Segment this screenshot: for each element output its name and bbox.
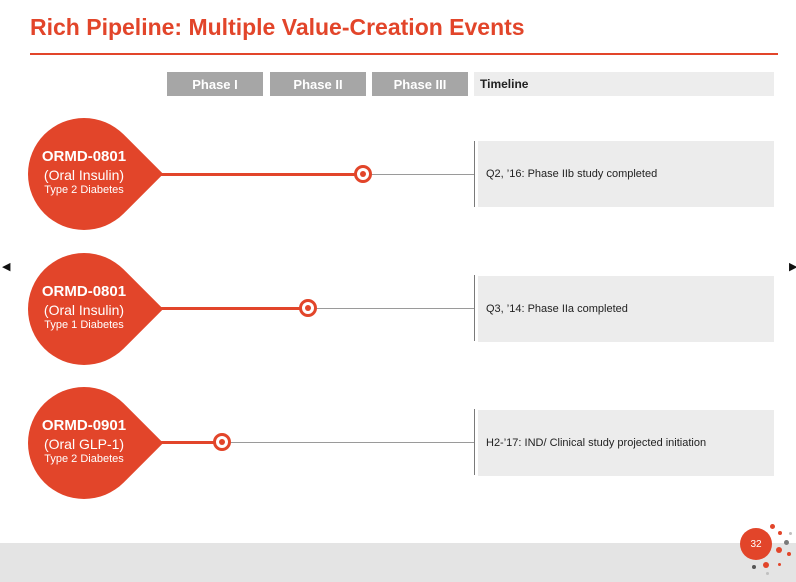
program-3-code: ORMD-0901 [41,417,127,434]
title-divider [30,53,778,55]
program-1-label: ORMD-0801 (Oral Insulin) Type 2 Diabetes [28,148,140,198]
program-2-product: (Oral Insulin) [43,301,125,318]
footer-band [0,543,796,582]
program-3-milestone: H2-’17: IND/ Clinical study projected in… [478,410,774,476]
program-1-divider [474,141,475,207]
program-3-label: ORMD-0901 (Oral GLP-1) Type 2 Diabetes [28,417,140,467]
program-1-track [370,174,474,175]
program-2-indication: Type 1 Diabetes [44,319,124,332]
program-1-indication: Type 2 Diabetes [44,184,124,197]
program-2-divider [474,275,475,341]
phase-2-header: Phase II [270,72,366,96]
phase-1-header: Phase I [167,72,263,96]
program-2-label: ORMD-0801 (Oral Insulin) Type 1 Diabetes [28,283,140,333]
program-3-product: (Oral GLP-1) [43,435,125,452]
phase-3-header: Phase III [372,72,468,96]
program-3-indication: Type 2 Diabetes [44,453,124,466]
program-1-marker [354,165,372,183]
program-3-track [228,442,474,443]
program-3-progress-bar [138,441,214,444]
slide-title: Rich Pipeline: Multiple Value-Creation E… [30,14,525,40]
program-1-code: ORMD-0801 [41,148,127,165]
timeline-header: Timeline [474,72,774,96]
program-1-product: (Oral Insulin) [43,166,125,183]
program-2-track [314,308,474,309]
right-arrow-icon[interactable]: ▶ [789,261,796,273]
program-2-milestone: Q3, ’14: Phase IIa completed [478,276,774,342]
program-3-marker [213,433,231,451]
program-2-code: ORMD-0801 [41,283,127,300]
program-1-milestone: Q2, ’16: Phase IIb study completed [478,141,774,207]
program-2-progress-bar [138,307,300,310]
program-2-marker [299,299,317,317]
page-number-badge: 32 [740,528,772,560]
program-3-divider [474,409,475,475]
left-arrow-icon[interactable]: ◀ [2,261,11,273]
program-1-progress-bar [138,173,356,176]
